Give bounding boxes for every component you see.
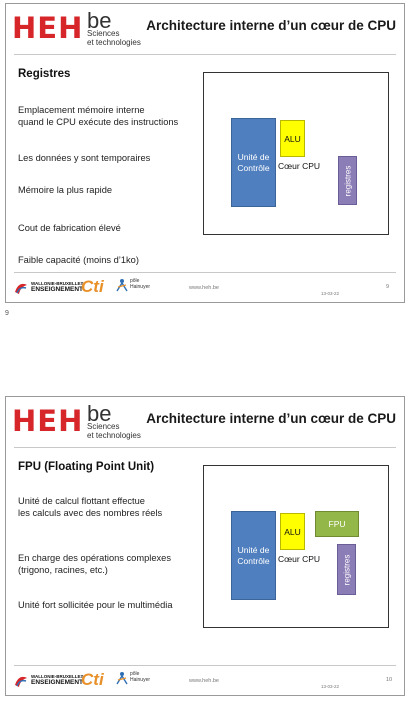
bullet-text: Mémoire la plus rapide — [18, 185, 113, 195]
pole-figure-icon — [116, 672, 128, 685]
registres-block: registres — [338, 156, 357, 205]
wb-line1: WALLONIE-BRUXELLES — [31, 281, 84, 286]
bullet-text: Les données y sont temporaires — [18, 153, 151, 163]
header-divider — [14, 54, 396, 55]
slide-header: HEH be Sciences et technologies Architec… — [6, 397, 404, 445]
registres-block: registres — [337, 544, 356, 595]
slide-subtitle: Registres — [18, 68, 71, 80]
alu-block: ALU — [280, 513, 305, 550]
cpu-core-diagram: Unité de Contrôle ALU Cœur CPU registres — [203, 72, 389, 235]
pole-hainuyer-logo: pôle Hainuyer — [103, 278, 150, 296]
bullet-text: Cout de fabrication élevé — [18, 223, 121, 233]
logo-subtitle: Sciences et technologies — [87, 29, 141, 47]
bullet-text: Faible capacité (moins d’1ko) — [18, 255, 139, 265]
cti-logo: Cti — [81, 670, 104, 689]
slide-title: Architecture interne d’un cœur de CPU — [146, 411, 396, 426]
footer-url: www.heh.be — [189, 285, 219, 291]
cti-logo: Cti — [81, 277, 104, 296]
bullet-text: Emplacement mémoire interne quand le CPU… — [18, 105, 179, 127]
slide-footer: WALLONIE-BRUXELLES ENSEIGNEMENT Cti pôle… — [6, 665, 404, 695]
wb-line1: WALLONIE-BRUXELLES — [31, 674, 84, 679]
bullet-text: Unité de calcul flottant effectue les ca… — [18, 496, 163, 518]
heh-logo: HEH be Sciences et technologies — [12, 10, 142, 50]
coeur-cpu-label: Cœur CPU — [278, 554, 321, 564]
cpu-core-diagram: Unité de Contrôle ALU Cœur CPU FPU regis… — [203, 465, 389, 628]
slide-9: HEH be Sciences et technologies Architec… — [5, 3, 405, 303]
heh-logo: HEH be Sciences et technologies — [12, 403, 142, 443]
registres-label: registres — [342, 554, 351, 585]
logo-subtitle: Sciences et technologies — [87, 422, 141, 440]
logo-heh-text: HEH — [12, 11, 84, 45]
coeur-cpu-label: Cœur CPU — [278, 161, 321, 171]
footer-date: 13-03-22 — [321, 291, 340, 296]
logo-be-text: be — [87, 401, 112, 426]
header-divider — [14, 447, 396, 448]
pole-hainuyer-logo: pôle Hainuyer — [103, 671, 150, 689]
wb-line2: ENSEIGNEMENT — [31, 679, 84, 686]
fpu-block: FPU — [315, 511, 359, 537]
logo-heh-text: HEH — [12, 404, 84, 438]
footer-url: www.heh.be — [189, 678, 219, 684]
logo-be-text: be — [87, 8, 112, 33]
unite-de-controle-block: Unité de Contrôle — [231, 511, 276, 600]
pole-text: pôle Hainuyer — [130, 671, 151, 683]
bullet-text: En charge des opérations complexes (trig… — [18, 553, 171, 575]
alu-block: ALU — [280, 120, 305, 157]
wb-swoosh-icon — [15, 676, 27, 687]
slide-title: Architecture interne d’un cœur de CPU — [146, 18, 396, 33]
registres-label: registres — [343, 165, 352, 196]
unite-de-controle-block: Unité de Contrôle — [231, 118, 276, 207]
page-label: 9 — [5, 310, 9, 317]
bullet-text: Unité fort sollicitée pour le multimédia — [18, 600, 173, 610]
slide-number: 9 — [386, 284, 390, 290]
pole-figure-icon — [116, 279, 128, 292]
slide-subtitle: FPU (Floating Point Unit) — [18, 461, 155, 473]
footer-date: 13-03-22 — [321, 684, 340, 689]
slide-number: 10 — [386, 677, 393, 683]
pole-text: pôle Hainuyer — [130, 278, 151, 290]
footer-divider — [14, 272, 396, 273]
wb-swoosh-icon — [15, 283, 27, 294]
wb-line2: ENSEIGNEMENT — [31, 286, 84, 293]
slide-header: HEH be Sciences et technologies Architec… — [6, 4, 404, 52]
slide-footer: WALLONIE-BRUXELLES ENSEIGNEMENT Cti pôle… — [6, 272, 404, 302]
slide-10: HEH be Sciences et technologies Architec… — [5, 396, 405, 696]
footer-divider — [14, 665, 396, 666]
